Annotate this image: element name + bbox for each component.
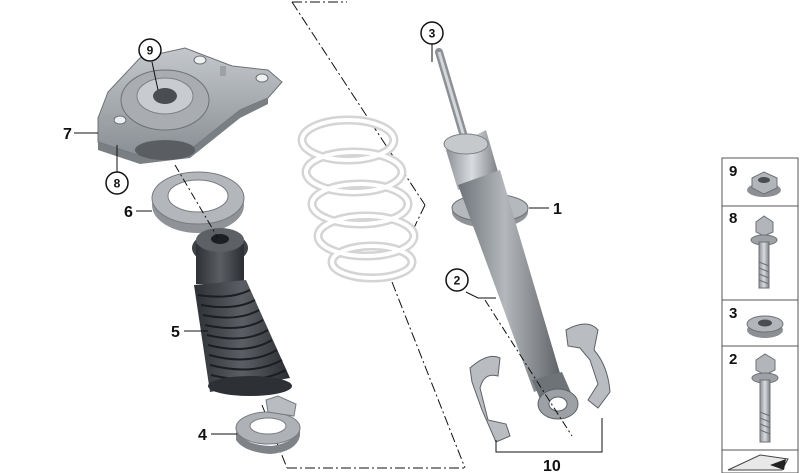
- legend-footer-icon: [727, 454, 789, 471]
- top-mount-part-7: [97, 47, 283, 164]
- legend-number-3: 3: [729, 305, 737, 322]
- callout-10: 10: [543, 458, 561, 473]
- callout-5: 5: [171, 324, 180, 341]
- nut-icon: [747, 171, 781, 197]
- callout-8-circle: 8: [105, 171, 129, 195]
- leader-lines: [74, 44, 603, 453]
- fastener-legend: 9 8 3 2: [721, 157, 799, 473]
- dust-boot-part-5: [192, 228, 292, 396]
- self-locking-nut-icon: [746, 315, 784, 338]
- assembly-axis-lines: [174, 164, 573, 437]
- leader-10: [495, 418, 603, 453]
- callout-2-circle: 2: [445, 268, 469, 292]
- legend-number-2: 2: [729, 351, 737, 368]
- callout-3-circle: 3: [420, 21, 444, 45]
- leader-2: [465, 291, 496, 299]
- callout-4: 4: [198, 427, 207, 444]
- legend-number-8: 8: [729, 210, 737, 227]
- washer-part-6: [151, 171, 245, 233]
- hex-bolt-icon: [751, 353, 779, 443]
- bolt-icon: [750, 215, 778, 289]
- callout-9-circle: 9: [138, 38, 162, 62]
- callout-2: 2: [454, 274, 461, 288]
- callout-3: 3: [429, 27, 436, 41]
- callout-1: 1: [553, 201, 562, 218]
- coil-spring-highlight: [300, 118, 416, 280]
- callout-8: 8: [114, 177, 121, 191]
- callout-6: 6: [124, 204, 133, 221]
- brackets-part-10: [469, 323, 611, 443]
- shock-absorber-part-1: [435, 48, 579, 420]
- leader-9: [151, 61, 159, 91]
- spring-frame-outline: [261, 1, 466, 469]
- legend-number-9: 9: [729, 163, 737, 180]
- callout-7: 7: [63, 126, 72, 143]
- bump-ring-part-4: [235, 395, 301, 454]
- callout-9: 9: [147, 44, 154, 58]
